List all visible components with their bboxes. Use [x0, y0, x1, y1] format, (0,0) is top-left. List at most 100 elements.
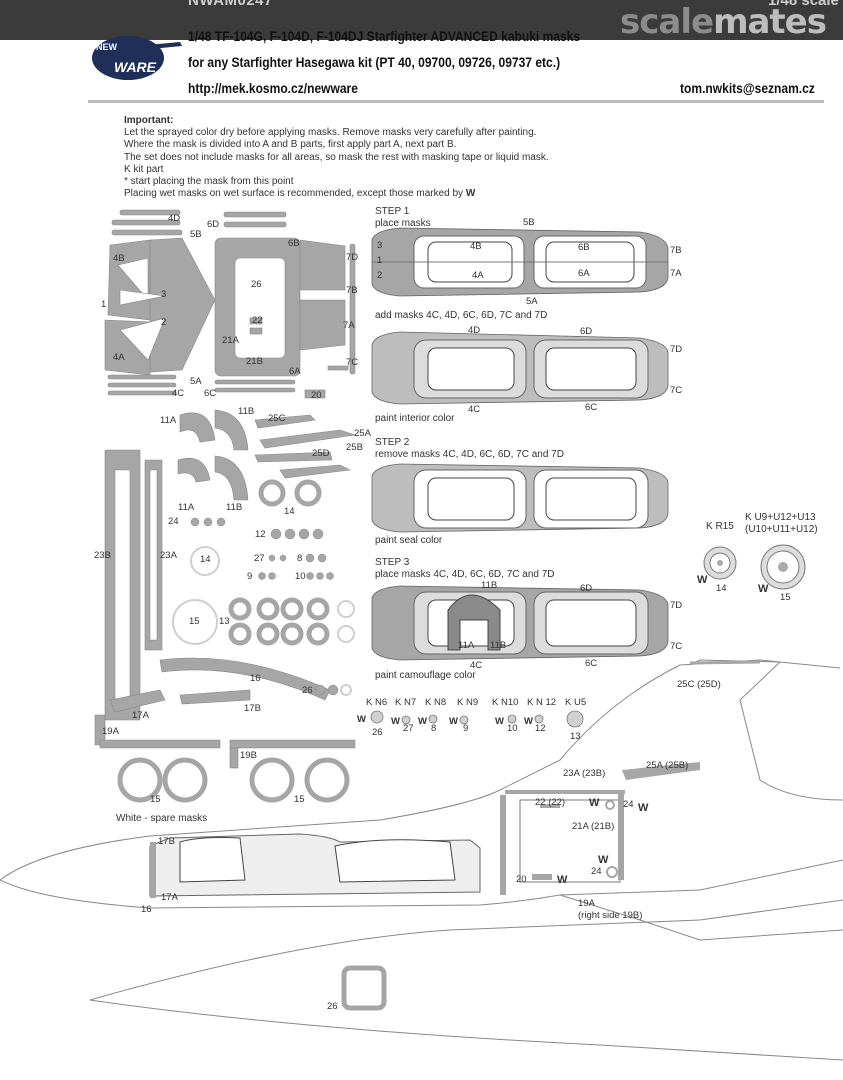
- label-3: 3: [161, 289, 167, 300]
- label-6D: 6D: [207, 219, 220, 230]
- step1-title: STEP 1: [375, 206, 410, 217]
- canopy-label-7D: 7D: [670, 344, 683, 355]
- canopy-step2: [371, 463, 669, 533]
- newware-logo: NEW WARE: [92, 36, 182, 80]
- wheel-14-diagram: [703, 546, 737, 580]
- kit-part-k-6: K U5: [565, 697, 587, 708]
- email-link[interactable]: tom.nwkits@seznam.cz: [680, 80, 815, 96]
- label-17B: 17B: [244, 703, 261, 714]
- label-6C: 6C: [204, 388, 217, 399]
- step3-paint: paint camouflage color: [375, 670, 476, 681]
- label-15-left: 15: [150, 794, 161, 805]
- canopy-label-7B: 7B: [670, 245, 682, 256]
- label-17A: 17A: [132, 710, 149, 721]
- label-5B: 5B: [190, 229, 202, 240]
- kit-part-w-4: W: [495, 716, 504, 727]
- step2-paint: paint seal color: [375, 535, 443, 546]
- canopy-label-5B: 5B: [523, 217, 535, 228]
- step1-add: add masks 4C, 4D, 6C, 6D, 7C and 7D: [375, 310, 548, 321]
- step3-label-7D: 7D: [670, 600, 683, 611]
- canopy-label-4C: 4C: [468, 404, 481, 415]
- note-line-3: The set does not include masks for all a…: [124, 151, 549, 163]
- logo-new: NEW: [96, 42, 118, 52]
- aircraft-label-24b: 24: [591, 866, 602, 877]
- label-24: 24: [168, 516, 179, 527]
- canopy-label-1: 1: [377, 255, 383, 266]
- canopy-label-6D: 6D: [580, 326, 593, 337]
- label-11B-lower: 11B: [226, 502, 243, 513]
- step3-label-11B: 11B: [490, 640, 507, 651]
- aircraft-label-23A: 23A (23B): [563, 768, 606, 779]
- wet-note-text: Placing wet masks on wet surface is reco…: [124, 188, 464, 200]
- kit-part-n-2: 8: [431, 723, 437, 734]
- aircraft-label-17B: 17B: [158, 836, 175, 847]
- wheel-14-w: W: [697, 574, 708, 586]
- label-7B: 7B: [346, 285, 358, 296]
- step3-label-11B-top: 11B: [481, 580, 498, 591]
- kit-part-n-1: 27: [403, 723, 414, 734]
- step1-paint: paint interior color: [375, 413, 455, 424]
- label-26: 26: [251, 279, 262, 290]
- product-code: NWAM0247: [188, 0, 273, 9]
- kit-part-k-3: K N9: [457, 697, 479, 708]
- label-11A-lower: 11A: [178, 502, 195, 513]
- canopy-label-6B: 6B: [578, 242, 590, 253]
- label-21A: 21A: [222, 335, 239, 346]
- wheel-number-15: 15: [780, 592, 791, 603]
- label-7D: 7D: [346, 252, 359, 263]
- canopy-label-4B: 4B: [470, 241, 482, 252]
- step3-label-4C: 4C: [470, 660, 483, 671]
- label-25B: 25B: [346, 442, 363, 453]
- aircraft-label-19A: 19A: [578, 898, 595, 909]
- label-7A: 7A: [343, 320, 355, 331]
- label-21B: 21B: [246, 356, 263, 367]
- wheel-15-w: W: [758, 583, 769, 595]
- top-banner: NWAM0247 scalemates 1/48 scale: [0, 0, 843, 42]
- note-line-4: K kit part: [124, 163, 164, 175]
- aircraft-label-25A: 25A (25B): [646, 760, 689, 771]
- wheel-number-14: 14: [716, 583, 727, 594]
- canopy-label-5A: 5A: [526, 296, 538, 307]
- note-line-5: * start placing the mask from this point: [124, 176, 294, 188]
- kit-part-w-2: W: [418, 716, 427, 727]
- step3-label-6D: 6D: [580, 583, 593, 594]
- aircraft-label-24: 24: [623, 799, 634, 810]
- canopy-label-6A: 6A: [578, 268, 590, 279]
- step2-title: STEP 2: [375, 437, 410, 448]
- watermark-part-a: scale: [620, 2, 714, 42]
- label-ku9: K U9+U12+U13: [745, 512, 816, 523]
- kit-part-n-6: 13: [570, 731, 581, 742]
- label-19A: 19A: [102, 726, 119, 737]
- aircraft-label-19B: (right side 19B): [578, 910, 643, 921]
- aircraft-label-26: 26: [327, 1001, 338, 1012]
- watermark-part-b: mates: [713, 2, 827, 42]
- kit-part-w-3: W: [449, 716, 458, 727]
- logo-ware: WARE: [114, 59, 157, 75]
- kit-part-k-5: K N 12: [527, 697, 557, 708]
- step3-label-7C: 7C: [670, 641, 683, 652]
- label-9: 9: [247, 571, 253, 582]
- aircraft-w-1: W: [589, 797, 600, 809]
- label-26-small: 26: [302, 685, 313, 696]
- kit-part-w-0: W: [357, 714, 366, 725]
- title-line-1: 1/48 TF-104G, F-104D, F-104DJ Starfighte…: [188, 28, 581, 44]
- kit-part-k-1: K N7: [395, 697, 417, 708]
- label-13: 13: [219, 616, 230, 627]
- label-7C: 7C: [346, 357, 359, 368]
- kit-part-k-0: K N6: [366, 697, 388, 708]
- label-kr15: K R15: [706, 521, 734, 532]
- spare-masks-note: White - spare masks: [116, 813, 208, 824]
- label-25A: 25A: [354, 428, 371, 439]
- label-19B: 19B: [240, 750, 257, 761]
- label-12: 12: [255, 529, 266, 540]
- aircraft-label-22: 22 (22): [535, 797, 566, 808]
- label-14-circle: 14: [200, 554, 211, 565]
- label-23B: 23B: [94, 550, 111, 561]
- wheel-15-diagram: [760, 544, 806, 590]
- label-25C: 25C: [268, 413, 286, 424]
- label-1: 1: [101, 299, 107, 310]
- website-link[interactable]: http://mek.kosmo.cz/newware: [188, 80, 358, 96]
- aircraft-label-20: 20: [516, 874, 527, 885]
- canopy-label-4A: 4A: [472, 270, 484, 281]
